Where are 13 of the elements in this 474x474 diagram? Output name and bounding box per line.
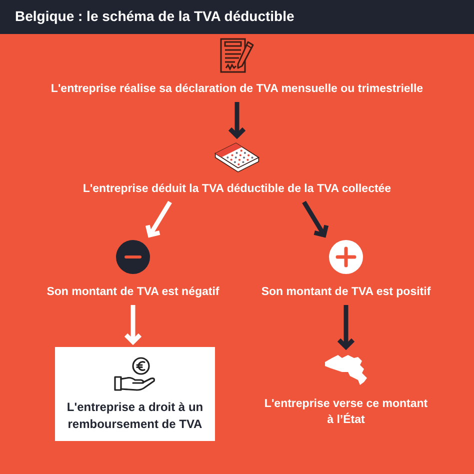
step-text: L'entreprise déduit la TVA déductible de la TVA collectée xyxy=(82,182,392,197)
step-text: L'entreprise réalise sa déclaration de TVA mensuelle ou trimestrielle xyxy=(50,82,424,97)
arrow xyxy=(228,102,246,138)
arrow xyxy=(145,200,172,238)
arrow xyxy=(336,305,356,350)
title: Belgique : le schéma de la TVA déductible xyxy=(15,8,294,25)
condition-text: Son montant de TVA est négatif xyxy=(46,285,220,300)
condition-text: Son montant de TVA est positif xyxy=(261,285,431,300)
info-card xyxy=(55,347,215,441)
outcome-text: L'entreprise verse ce montant à l’État xyxy=(263,397,429,428)
arrow xyxy=(302,200,329,238)
outcome-text: L'entreprise a droit à un remboursement de TVA xyxy=(66,399,204,433)
arrow xyxy=(124,305,142,344)
